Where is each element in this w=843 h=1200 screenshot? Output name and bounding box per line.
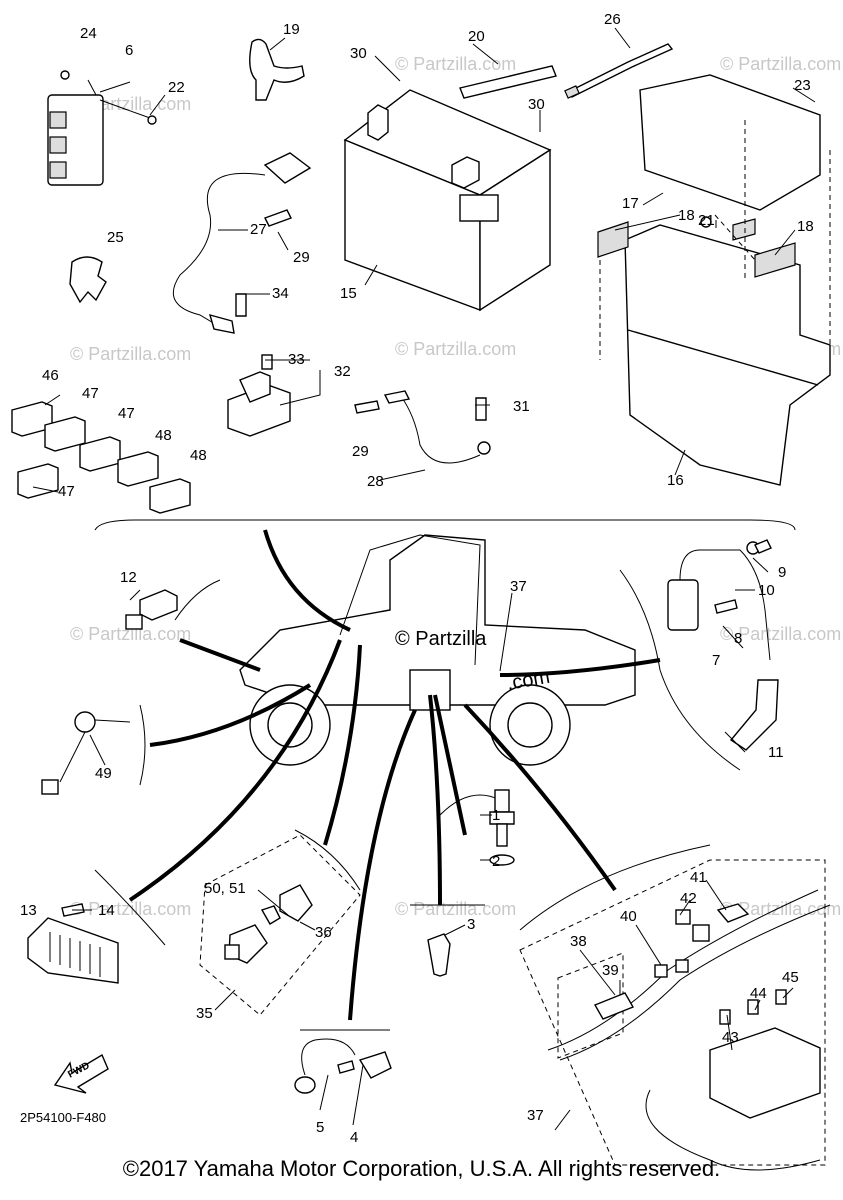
watermark: © Partzilla.com bbox=[70, 624, 191, 644]
couplers bbox=[11, 401, 191, 514]
sensor bbox=[427, 933, 451, 977]
callout-17: 17 bbox=[622, 195, 639, 212]
callout-11: 11 bbox=[768, 744, 784, 761]
callout-8: 8 bbox=[734, 630, 742, 647]
callout-32: 32 bbox=[334, 363, 351, 380]
callout-7: 7 bbox=[712, 652, 720, 669]
wire-harness bbox=[519, 859, 831, 1171]
ignition-coil bbox=[667, 539, 779, 751]
rectifier-regulator bbox=[27, 903, 119, 984]
callout-40: 40 bbox=[620, 908, 637, 925]
callout-37: 37 bbox=[527, 1107, 544, 1124]
callout-30: 30 bbox=[350, 45, 367, 62]
watermark: © Partzilla.com bbox=[720, 899, 841, 919]
callout-29: 29 bbox=[352, 443, 369, 460]
starter-relay bbox=[227, 354, 291, 437]
section-bracket bbox=[94, 519, 796, 531]
callout-19: 19 bbox=[283, 21, 300, 38]
callout-2: 2 bbox=[492, 853, 500, 870]
watermark: © Partzilla.com bbox=[395, 339, 516, 359]
clamp bbox=[249, 38, 305, 101]
vehicle-outline bbox=[239, 534, 636, 766]
bolt bbox=[264, 209, 292, 227]
watermark: © Partzilla.com bbox=[70, 344, 191, 364]
sensor bbox=[41, 711, 131, 795]
callout-29: 29 bbox=[293, 249, 310, 266]
callout-36: 36 bbox=[315, 924, 332, 941]
callout-47: 47 bbox=[118, 405, 135, 422]
callout-35: 35 bbox=[196, 1005, 213, 1022]
callout-42: 42 bbox=[680, 890, 697, 907]
watermark: © Partzilla.com bbox=[70, 899, 191, 919]
callout-9: 9 bbox=[778, 564, 786, 581]
callout-21: 21 bbox=[698, 212, 715, 229]
callout-1: 1 bbox=[492, 807, 500, 824]
callout-18: 18 bbox=[678, 207, 695, 224]
callout-20: 20 bbox=[468, 28, 485, 45]
callout-43: 43 bbox=[722, 1029, 739, 1046]
battery-case bbox=[597, 74, 831, 486]
ecu-unit bbox=[47, 70, 157, 186]
battery-cable-negative bbox=[172, 152, 312, 334]
watermark: © Partzilla.com bbox=[720, 54, 841, 74]
callout-26: 26 bbox=[604, 11, 621, 28]
watermarks: © Partzilla.com © Partzilla.com © Partzi… bbox=[70, 54, 841, 919]
forward-arrow-icon: FWD bbox=[53, 1053, 109, 1094]
diagram-code: 2P54100-F480 bbox=[20, 1110, 106, 1125]
callout-37: 37 bbox=[510, 578, 527, 595]
callout-33: 33 bbox=[288, 351, 305, 368]
battery-cable-positive bbox=[354, 390, 491, 464]
callout-48: 48 bbox=[155, 427, 172, 444]
callout-16: 16 bbox=[667, 472, 684, 489]
switch-assembly bbox=[199, 834, 361, 1016]
callout-47: 47 bbox=[82, 385, 99, 402]
callout-44: 44 bbox=[750, 985, 767, 1002]
callout-50-51: 50, 51 bbox=[204, 880, 246, 897]
battery-band bbox=[459, 65, 557, 99]
callout-10: 10 bbox=[758, 582, 775, 599]
leader-lines bbox=[128, 529, 661, 1021]
callout-27: 27 bbox=[250, 221, 267, 238]
watermark: © Partzilla.com bbox=[720, 624, 841, 644]
callout-47: 47 bbox=[58, 483, 75, 500]
callout-28: 28 bbox=[367, 473, 384, 490]
watermark: © Partzilla.com bbox=[395, 899, 516, 919]
bolt bbox=[235, 293, 247, 317]
copyright-notice: ©2017 Yamaha Motor Corporation, U.S.A. A… bbox=[122, 1156, 721, 1181]
callout-46: 46 bbox=[42, 367, 59, 384]
callout-31: 31 bbox=[513, 398, 530, 415]
sensor bbox=[294, 1038, 392, 1094]
battery-clip bbox=[69, 256, 107, 304]
callout-48: 48 bbox=[190, 447, 207, 464]
callout-18: 18 bbox=[797, 218, 814, 235]
callout-13: 13 bbox=[20, 902, 37, 919]
callout-leaders bbox=[32, 27, 816, 1131]
callout-22: 22 bbox=[168, 79, 185, 96]
callout-6: 6 bbox=[125, 42, 133, 59]
svg-text:© Partzilla: © Partzilla bbox=[395, 628, 487, 650]
callout-49: 49 bbox=[95, 765, 112, 782]
spark-plug bbox=[489, 789, 515, 866]
battery bbox=[343, 89, 552, 312]
callout-24: 24 bbox=[80, 25, 97, 42]
callouts: 1 2 3 4 5 6 7 8 9 10 11 12 13 14 15 16 1… bbox=[20, 11, 814, 1146]
callout-12: 12 bbox=[120, 569, 137, 586]
watermark: © Partzilla.com bbox=[395, 54, 516, 74]
sensor bbox=[125, 589, 178, 630]
callout-30: 30 bbox=[528, 96, 545, 113]
bracket-arcs bbox=[94, 569, 741, 1031]
callout-38: 38 bbox=[570, 933, 587, 950]
callout-23: 23 bbox=[794, 77, 811, 94]
callout-34: 34 bbox=[272, 285, 289, 302]
callout-45: 45 bbox=[782, 969, 799, 986]
callout-25: 25 bbox=[107, 229, 124, 246]
callout-41: 41 bbox=[690, 869, 707, 886]
callout-5: 5 bbox=[316, 1119, 324, 1136]
callout-3: 3 bbox=[467, 916, 475, 933]
callout-4: 4 bbox=[350, 1129, 358, 1146]
callout-39: 39 bbox=[602, 962, 619, 979]
callout-15: 15 bbox=[340, 285, 357, 302]
callout-14: 14 bbox=[98, 902, 115, 919]
